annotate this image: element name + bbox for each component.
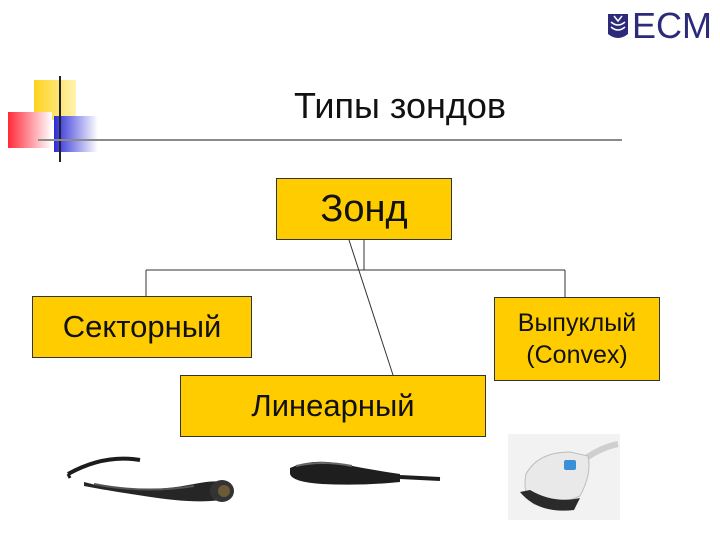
convex-probe-label-line2: (Convex) [526,341,628,369]
probe-root-box: Зонд [276,178,452,240]
sector-probe-label: Секторный [62,309,222,344]
convex-probe-label-line1: Выпуклый [517,309,637,337]
convex-probe-box: Выпуклый (Convex) [494,297,660,381]
linear-probe-box: Линеарный [180,375,486,437]
linear-probe-photo [290,461,441,485]
probe-root-label: Зонд [320,187,408,230]
slide-title: Типы зондов [293,85,507,126]
sector-probe-photo [66,456,234,502]
logo-text: ECM [632,5,712,46]
decorative-squares [8,76,110,162]
linear-probe-label: Линеарный [251,388,415,423]
connector-to-linear [348,239,394,376]
sector-probe-box: Секторный [32,296,252,358]
title-underline [38,139,622,141]
convex-probe-photo [508,434,620,520]
ecm-logo-mark-icon [608,14,628,38]
ecm-logo: ECM [606,6,718,46]
